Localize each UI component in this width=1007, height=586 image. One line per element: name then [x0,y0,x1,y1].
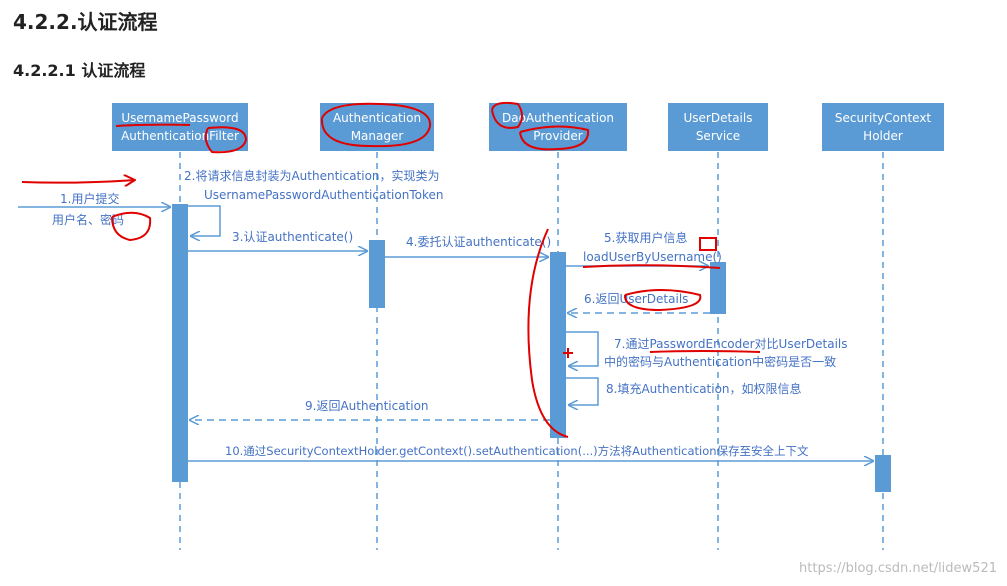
participant-uds-line2: Service [696,129,740,143]
activation-provider [550,252,566,438]
label-m2b: UsernamePasswordAuthenticationToken [204,188,443,202]
participant-uds: UserDetails Service [668,103,768,151]
participant-uds-line1: UserDetails [684,111,753,125]
annotation-circle-userdetails [624,289,702,312]
annotation-circle-manager [320,102,432,148]
participant-provider-line2: Provider [533,129,582,143]
message-labels: 1.用户提交 用户名、密码 2.将请求信息封装为Authentication，实… [52,168,848,458]
participant-filter: UsernamePassword AuthenticationFilter [112,103,248,151]
activation-manager [369,240,385,308]
label-m4: 4.委托认证authenticate() [406,235,551,249]
label-m1b: 用户名、密码 [52,212,124,227]
annotation-box-xi [699,237,717,251]
page-title: 4.2.2.认证流程 [13,10,158,34]
annotation-circle-password [111,211,152,242]
arrow-8 [566,377,599,405]
label-m6: 6.返回UserDetails [584,292,688,306]
participant-holder: SecurityContext Holder [822,103,944,151]
participant-manager-line1: Authentication [333,111,421,125]
annotation-underline-load [582,264,721,269]
participant-holder-line1: SecurityContext [835,111,932,125]
activations [172,204,891,492]
label-m7a: 7.通过PasswordEncoder对比UserDetails [614,337,848,351]
activation-holder [875,455,891,492]
participant-manager: Authentication Manager [320,103,434,151]
participant-provider-line1: DaoAuthentication [502,111,614,125]
lifelines [179,152,884,550]
label-m10: 10.通过SecurityContextHolder.getContext().… [225,444,809,458]
label-m1a: 1.用户提交 [60,191,119,206]
annotation-circle-provider [519,125,590,151]
annotation-plus [563,348,573,358]
label-m8: 8.填充Authentication，如权限信息 [606,381,802,396]
participant-filter-line2: AuthenticationFilter [121,129,239,143]
annotation-underline-encoder [649,350,761,353]
participant-filter-line1: UsernamePassword [121,111,238,125]
label-m9: 9.返回Authentication [305,399,429,413]
arrow-2 [188,205,221,236]
label-m2a: 2.将请求信息封装为Authentication，实现类为 [184,168,440,183]
annotation-arrow [21,180,135,183]
message-arrows [18,206,873,461]
annotation-bracket-provider [527,228,569,438]
activation-filter [172,204,188,482]
label-m7b: 中的密码与Authentication中密码是否一致 [604,354,836,369]
watermark: https://blog.csdn.net/lidew521 [799,561,997,576]
red-annotations [21,101,761,438]
annotation-underline-filter [115,123,191,127]
label-m3: 3.认证authenticate() [232,230,353,244]
label-m5a: 5.获取用户信息 [604,230,687,245]
participant-holder-line2: Holder [863,129,903,143]
annotation-circle-filter [204,126,248,154]
activation-uds [710,262,726,314]
annotation-circle-dao [491,101,523,129]
arrow-7 [566,331,599,366]
participant-manager-line2: Manager [351,129,404,143]
label-m5b: loadUserByUsername() [583,250,722,264]
section-title: 4.2.2.1 认证流程 [13,61,146,80]
